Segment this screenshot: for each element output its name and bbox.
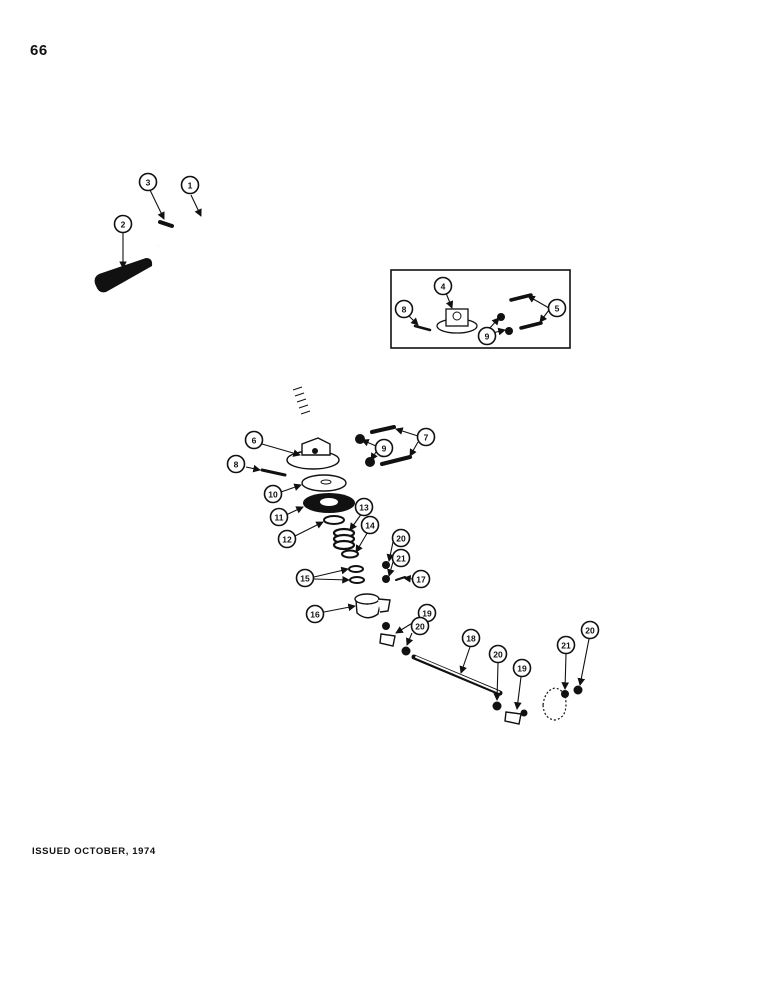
- shift-lever: [156, 204, 311, 421]
- transmission-lever-outline: [542, 687, 567, 721]
- cotter-pin: [395, 576, 406, 581]
- end-nuts: [561, 685, 583, 698]
- callout-8-inset: 8: [394, 299, 414, 319]
- lever-knob: [94, 258, 153, 293]
- svg-text:2: 2: [121, 220, 126, 230]
- svg-text:11: 11: [275, 513, 284, 523]
- leader-lines: [119, 189, 590, 710]
- callout-18: 18: [461, 628, 481, 648]
- issued-date: ISSUED OCTOBER, 1974: [32, 846, 156, 857]
- callout-19-lower: 19: [512, 658, 532, 678]
- svg-text:14: 14: [365, 521, 375, 531]
- ball-joint-upper: [379, 622, 396, 647]
- washer-plate: [301, 474, 347, 492]
- callout-4: 4: [433, 276, 453, 296]
- svg-text:10: 10: [268, 490, 278, 500]
- callout-14: 14: [360, 515, 380, 535]
- svg-text:21: 21: [396, 554, 406, 564]
- socket-plate: [303, 493, 355, 513]
- spacer-rings: [348, 565, 365, 584]
- svg-text:20: 20: [585, 626, 595, 636]
- svg-text:21: 21: [561, 641, 571, 651]
- page-number: 66: [30, 42, 48, 59]
- retainer-ring: [323, 515, 345, 525]
- lever-pin: [158, 220, 174, 228]
- svg-text:12: 12: [282, 535, 292, 545]
- callout-13: 13: [354, 497, 374, 517]
- ball-joint-lower: [504, 709, 528, 725]
- callout-11: 11: [269, 507, 289, 527]
- svg-text:8: 8: [402, 305, 407, 315]
- callout-2: 2: [113, 214, 133, 234]
- connecting-rod: [411, 654, 503, 696]
- svg-text:15: 15: [300, 574, 310, 584]
- inset-housing: [436, 308, 478, 334]
- svg-text:7: 7: [424, 433, 429, 443]
- svg-text:5: 5: [555, 304, 560, 314]
- callout-20-end: 20: [580, 620, 600, 640]
- callout-12: 12: [277, 529, 297, 549]
- upper-nut: [401, 646, 411, 656]
- callout-15: 15: [295, 568, 315, 588]
- callout-3: 3: [138, 172, 158, 192]
- inset-box: [390, 269, 571, 349]
- svg-text:19: 19: [422, 609, 432, 619]
- svg-text:4: 4: [441, 282, 446, 292]
- spring: [332, 527, 356, 551]
- svg-text:20: 20: [415, 622, 425, 632]
- callout-21-lower: 21: [556, 635, 576, 655]
- callout-9: 9: [374, 438, 394, 458]
- spring-washer: [341, 549, 359, 559]
- callout-5: 5: [547, 298, 567, 318]
- lever-thread: [292, 386, 311, 415]
- svg-text:8: 8: [234, 460, 239, 470]
- small-nuts: [382, 561, 390, 583]
- callout-20-lower: 20: [488, 644, 508, 664]
- callout-8: 8: [226, 454, 246, 474]
- callout-7: 7: [416, 427, 436, 447]
- svg-text:20: 20: [493, 650, 503, 660]
- svg-text:3: 3: [146, 178, 151, 188]
- inset-pin: [413, 324, 432, 332]
- lower-nut: [492, 701, 502, 711]
- callout-20-upper: 20: [391, 528, 411, 548]
- svg-text:18: 18: [466, 634, 476, 644]
- svg-text:6: 6: [252, 436, 257, 446]
- svg-text:20: 20: [396, 534, 406, 544]
- callout-21-upper: 21: [391, 548, 411, 568]
- svg-text:9: 9: [485, 332, 490, 342]
- callout-10: 10: [263, 484, 283, 504]
- callout-16: 16: [305, 604, 325, 624]
- svg-text:17: 17: [416, 575, 426, 585]
- housing-pin: [260, 468, 287, 477]
- shift-arm: [354, 593, 391, 619]
- svg-text:1: 1: [188, 181, 193, 191]
- inset-bolts: [497, 293, 543, 335]
- svg-text:9: 9: [382, 444, 387, 454]
- callout-9-inset: 9: [477, 326, 497, 346]
- callout-17: 17: [411, 569, 431, 589]
- svg-text:16: 16: [310, 610, 320, 620]
- svg-text:19: 19: [517, 664, 527, 674]
- svg-text:13: 13: [359, 503, 369, 513]
- callout-1: 1: [180, 175, 200, 195]
- callout-20-mid: 20: [410, 616, 430, 636]
- callout-6: 6: [244, 430, 264, 450]
